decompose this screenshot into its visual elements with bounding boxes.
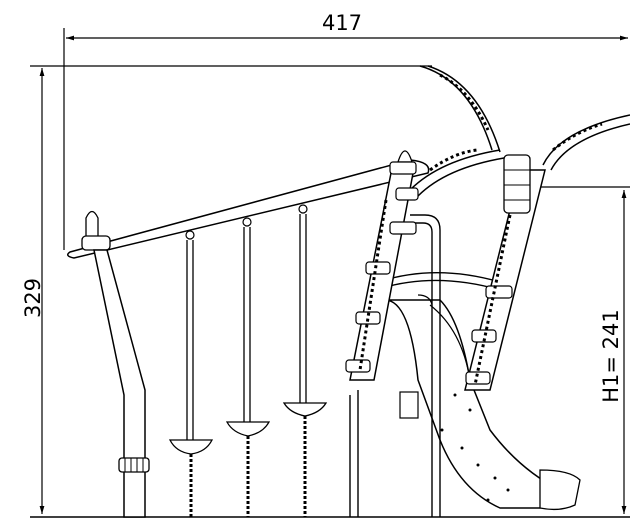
dimension-fall-height-label: H1= 241 xyxy=(599,309,623,403)
dimension-fall-height: H1= 241 xyxy=(535,186,630,514)
slide xyxy=(384,299,581,511)
inner-post xyxy=(349,214,441,517)
right-post xyxy=(464,154,546,391)
dimension-height-label: 329 xyxy=(21,278,45,318)
top-beam xyxy=(67,159,430,259)
dimension-width-label: 417 xyxy=(322,11,362,35)
arc-bridge xyxy=(409,148,505,197)
rope-seat-3 xyxy=(282,204,328,517)
slide-bracket xyxy=(399,391,419,419)
left-post xyxy=(81,210,150,518)
roof-arc-left xyxy=(419,65,501,153)
middle-post xyxy=(345,150,419,381)
dimension-height: 329 xyxy=(21,65,432,514)
roof-arc-right xyxy=(542,114,630,171)
rope-seat-1 xyxy=(168,230,214,517)
rope-seat-2 xyxy=(225,217,271,517)
dimension-width: 417 xyxy=(63,11,628,250)
clamp-block xyxy=(503,154,531,214)
